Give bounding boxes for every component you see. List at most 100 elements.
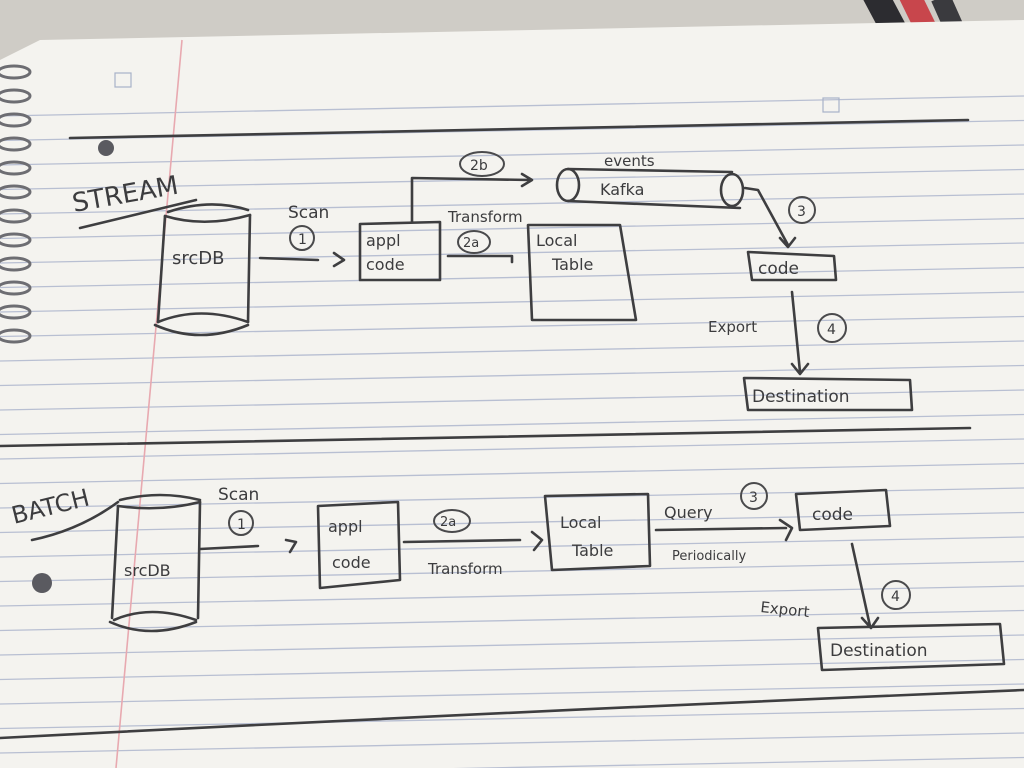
batch-app-code-line1: appl <box>328 517 363 536</box>
ruled-line <box>0 462 1024 485</box>
stream-app-code-line1: appl <box>366 231 401 250</box>
stream-local-table-box <box>526 223 638 322</box>
ruled-lines <box>0 95 1024 768</box>
spiral-ring <box>0 208 32 224</box>
stream-scan-arrow <box>258 251 346 268</box>
batch-step2a: 2a <box>440 515 456 530</box>
batch-app-code-line2: code <box>332 553 371 572</box>
batch-app-code-box <box>316 500 402 590</box>
top-divider <box>68 118 970 140</box>
ruled-line <box>0 389 1024 411</box>
ruled-line <box>0 707 1024 730</box>
ruled-line <box>0 364 1024 387</box>
ruled-line <box>0 560 1024 583</box>
ruled-line <box>0 732 1024 754</box>
ruled-line <box>0 95 1024 117</box>
stream-events-label: events <box>604 152 655 170</box>
batch-step1-circle <box>228 510 254 536</box>
batch-step3-circle <box>740 482 768 510</box>
stream-app-code-box <box>358 220 442 282</box>
batch-local-table-line1: Local <box>560 513 601 532</box>
punch-hole <box>98 140 114 156</box>
batch-local-table-line2: Table <box>571 541 613 560</box>
ruled-line <box>0 438 1024 460</box>
batch-scan-label: Scan <box>218 485 259 505</box>
batch-code-box <box>794 488 892 532</box>
ruled-line <box>0 511 1024 534</box>
batch-local-table-box <box>543 492 652 572</box>
stream-step2a: 2a <box>463 236 479 251</box>
ruled-line <box>0 266 1024 289</box>
spiral-ring <box>0 304 32 320</box>
stream-step1-circle <box>289 225 315 251</box>
batch-step4: 4 <box>891 589 900 605</box>
spiral-ring <box>0 136 32 152</box>
stream-step3: 3 <box>797 204 806 220</box>
stream-step3-arrow <box>743 186 797 249</box>
batch-title-underline <box>30 500 120 542</box>
stream-app-code-line2: code <box>366 255 405 274</box>
batch-code-label: code <box>812 505 853 525</box>
batch-periodically-label: Periodically <box>672 549 746 564</box>
margin-line <box>115 39 183 768</box>
ruled-line <box>0 609 1024 632</box>
stream-destination-label: Destination <box>752 387 850 407</box>
batch-destination-box <box>816 622 1006 672</box>
batch-step2a-circle <box>433 509 471 533</box>
ruled-line <box>0 536 1024 558</box>
ruled-line <box>0 658 1024 681</box>
spiral-ring <box>0 328 32 344</box>
batch-destination-label: Destination <box>830 641 928 661</box>
punch-hole <box>32 573 52 593</box>
stream-scan-label: Scan <box>288 203 329 223</box>
ruled-line <box>0 634 1024 656</box>
stream-kafka-label: Kafka <box>600 180 644 199</box>
stream-code-label: code <box>758 259 799 279</box>
stream-title-underline <box>78 198 198 230</box>
spiral-binding <box>0 64 32 344</box>
batch-step4-circle <box>881 580 911 610</box>
stream-local-table-line2: Table <box>551 255 593 274</box>
batch-transform-arrow <box>402 530 544 552</box>
batch-scan-arrow <box>198 538 298 554</box>
spiral-ring <box>0 280 32 296</box>
spiral-ring <box>0 256 32 272</box>
section-divider <box>0 426 972 448</box>
batch-query-arrow <box>654 518 794 542</box>
stream-2b-arrow <box>410 172 534 224</box>
stream-step3-circle <box>788 196 816 224</box>
stream-srcdb-label: srcDB <box>172 248 225 269</box>
spiral-ring <box>0 232 32 248</box>
stream-kafka-queue <box>555 167 745 210</box>
batch-query-label: Query <box>664 503 713 522</box>
stream-step2b-circle <box>459 151 505 177</box>
stream-transform-arrow <box>446 254 514 264</box>
spiral-ring <box>0 88 32 104</box>
stream-step1: 1 <box>298 232 307 248</box>
stream-export-label: Export <box>708 318 757 336</box>
stream-local-table-line1: Local <box>536 231 577 250</box>
stream-step4-circle <box>817 313 847 343</box>
stream-step4: 4 <box>827 322 836 338</box>
spiral-ring <box>0 184 32 200</box>
spiral-ring <box>0 112 32 128</box>
stream-transform-label: Transform <box>447 208 523 226</box>
ruled-line <box>0 683 1024 705</box>
stream-section: STREAM srcDB Scan 1 appl code 2b events … <box>70 151 914 412</box>
bottom-divider <box>0 688 1024 740</box>
stream-destination-box <box>742 376 914 412</box>
batch-transform-label: Transform <box>427 560 503 578</box>
stream-srcdb-cylinder <box>153 203 252 337</box>
batch-srcdb-label: srcDB <box>124 561 171 580</box>
batch-step1: 1 <box>237 517 246 533</box>
ruled-line <box>0 340 1024 362</box>
spiral-ring <box>0 160 32 176</box>
ruled-line <box>0 315 1024 338</box>
ruled-line <box>0 242 1024 264</box>
stream-step2b: 2b <box>470 158 488 174</box>
batch-srcdb-cylinder <box>108 493 202 633</box>
batch-export-label: Export <box>760 598 811 621</box>
ruled-line <box>0 291 1024 313</box>
ruled-line <box>0 217 1024 240</box>
